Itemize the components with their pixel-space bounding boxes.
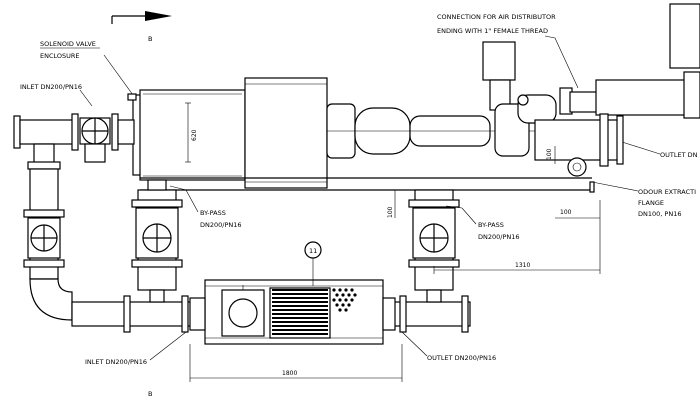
solenoid-valve-label: SOLENOID VALVE <box>40 40 96 48</box>
enclosure-label: ENCLOSURE <box>40 52 80 60</box>
dim-1310-line <box>433 200 601 274</box>
perforated-plate <box>332 288 357 312</box>
air-distributor-label-2: ENDING WITH 1" FEMALE THREAD <box>437 27 548 35</box>
odour-extraction-flange <box>567 157 587 177</box>
inlet-top-label: INLET DN200/PN16 <box>20 83 82 91</box>
inlet-top-leader <box>79 89 93 107</box>
bypass-right-leader <box>445 205 477 225</box>
screen-bars <box>272 289 328 335</box>
outlet-bottom-leader <box>401 331 428 357</box>
air-distributor-leader <box>544 35 579 89</box>
bypass-right-label-1: BY-PASS <box>478 221 504 229</box>
equipment-item-11 <box>189 279 396 345</box>
section-label-top: B <box>148 35 152 43</box>
odour-label-1: ODOUR EXTRACTI <box>638 188 696 196</box>
bypass-leg-left <box>131 179 183 291</box>
outlet-right-leader <box>621 141 661 155</box>
dim-1310: 1310 <box>515 262 530 269</box>
section-label-bottom: B <box>148 390 152 398</box>
odour-label-3: DN100, PN16 <box>638 210 681 218</box>
dim-100-left: 100 <box>387 206 394 218</box>
inlet-bottom-label: INLET DN200/PN16 <box>85 358 147 366</box>
inlet-bottom-leader <box>149 331 187 361</box>
dim-1800-line <box>189 344 403 382</box>
bypass-left-label-2: DN200/PN16 <box>200 221 242 229</box>
main-vessel <box>140 77 620 193</box>
odour-leader <box>591 181 639 192</box>
inlet-pipe-left <box>13 113 135 170</box>
air-distributor-label-1: CONNECTION FOR AIR DISTRIBUTOR <box>437 13 556 21</box>
dim-100-right: 100 <box>560 209 572 216</box>
solenoid-valve <box>79 117 111 163</box>
dim-100-vertical: 100 <box>546 148 553 160</box>
air-distributor-assembly <box>482 3 700 157</box>
bypass-left-label-1: BY-PASS <box>200 209 226 217</box>
bypass-left-leader <box>169 185 199 213</box>
dim-1800: 1800 <box>282 370 297 377</box>
outlet-pipe-right: 100 <box>534 113 624 177</box>
left-vertical-leg <box>23 168 73 321</box>
bypass-leg-right <box>408 189 460 291</box>
odour-label-2: FLANGE <box>638 199 664 207</box>
item-number: 11 <box>309 247 317 255</box>
section-arrow-top <box>111 11 172 24</box>
outlet-bottom-label: OUTLET DN200/PN16 <box>427 354 496 362</box>
enclosure-leader <box>103 54 134 96</box>
dim-620: 620 <box>191 129 198 141</box>
outlet-right-label: OUTLET DN <box>660 151 698 159</box>
bypass-right-label-2: DN200/PN16 <box>478 233 520 241</box>
enclosure-box: 620 <box>127 89 246 181</box>
